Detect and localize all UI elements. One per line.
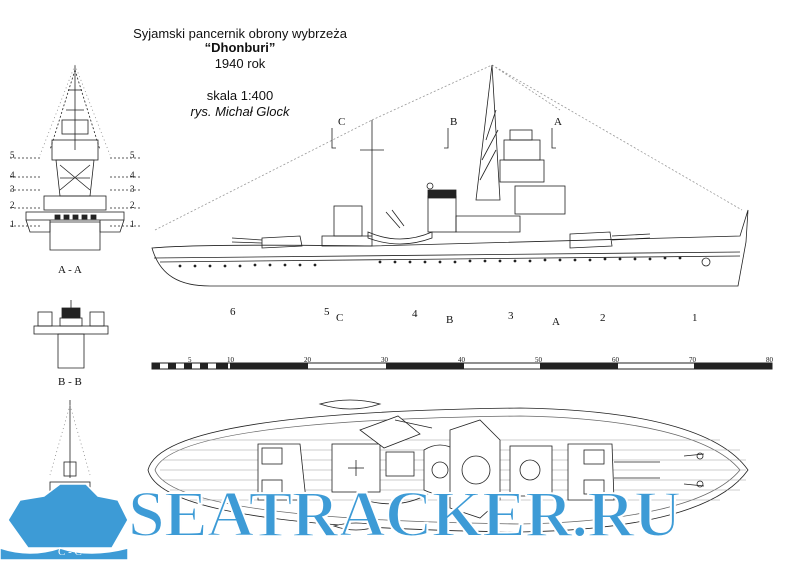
section-mark-b: B [450,116,458,128]
aa-level-label: 2 [10,200,15,210]
aa-level-label: 1 [10,219,15,229]
scale-label: 40 [458,356,465,364]
frame-mark: 3 [508,310,514,322]
scale-bar [151,362,773,370]
aa-level-label: 4 [130,170,135,180]
aa-level-label: 3 [130,184,135,194]
frame-mark: 6 [230,306,236,318]
section-bb-view [33,300,109,369]
section-mark-c: C [336,312,344,324]
section-aa-view [10,64,140,251]
drawing-author: rys. Michał Glock [190,104,290,119]
frame-mark: 1 [692,312,698,324]
scale-label: 5 [188,356,192,364]
aa-level-label: 2 [130,200,135,210]
scale-label: 30 [381,356,388,364]
aa-level-label: 1 [130,219,135,229]
scale-label: 20 [304,356,311,364]
section-mark-b: B [446,314,454,326]
section-bb-caption: B - B [58,376,82,388]
drawing-year: 1940 rok [214,56,266,71]
scale-label: 10 [227,356,234,364]
scale-label: 80 [766,356,773,364]
aa-level-label: 3 [10,184,15,194]
scale-label: 60 [612,356,619,364]
frame-mark: 5 [324,306,330,318]
section-cc-caption: C - C [58,546,82,558]
aa-level-label: 4 [10,170,15,180]
section-mark-a: A [554,116,562,128]
side-profile-view [151,64,749,287]
scale-label: 50 [535,356,542,364]
ship-name: “Dhonburi” [204,40,276,55]
watermark-logo [0,483,129,561]
plan-view [147,399,749,533]
frame-mark: 4 [412,308,418,320]
aa-level-label: 5 [10,150,15,160]
watermark-text: SEATRACKER.RU [127,478,682,551]
drawing-title: Syjamski pancernik obrony wybrzeża [133,26,347,41]
frame-mark: 2 [600,312,606,324]
section-mark-a: A [552,316,560,328]
drawing-scale: skala 1:400 [206,88,274,103]
scale-label: 70 [689,356,696,364]
section-mark-c: C [338,116,346,128]
aa-level-label: 5 [130,150,135,160]
section-aa-caption: A - A [58,264,82,276]
